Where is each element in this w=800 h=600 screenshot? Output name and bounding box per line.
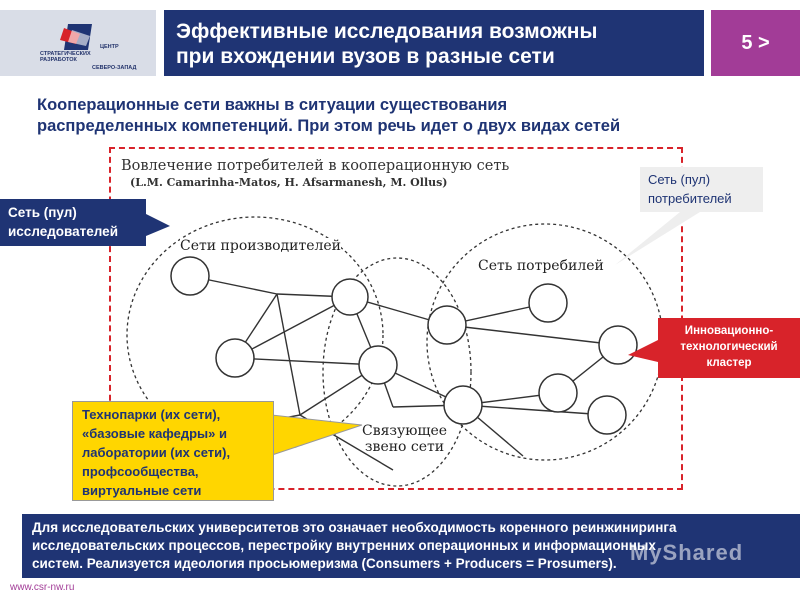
footer-url-link[interactable]: www.csr-nw.ru	[10, 582, 75, 593]
logo-line4: СЕВЕРО-ЗАПАД	[92, 65, 137, 71]
network-nodes	[170, 256, 638, 435]
researchers-callout: Сеть (пул) исследователей	[0, 199, 146, 246]
technoparks-callout: Технопарки (их сети), «базовые кафедры» …	[72, 401, 274, 501]
logo: ЦЕНТР СТРАТЕГИЧЕСКИХ РАЗРАБОТОК СЕВЕРО-З…	[0, 10, 156, 76]
conclusion-box: Для исследовательских университетов это …	[22, 514, 800, 578]
intro-line2: распределенных компетенций. При этом реч…	[37, 117, 621, 135]
node	[358, 345, 398, 385]
node	[427, 305, 467, 345]
consumers-line2: потребителей	[648, 191, 732, 206]
technoparks-line3: лаборатории (их сети),	[82, 445, 231, 460]
researchers-line2: исследователей	[8, 224, 118, 239]
logo-line1: ЦЕНТР	[100, 44, 119, 50]
node	[587, 395, 627, 435]
node	[538, 373, 578, 413]
consumers-label: Сеть потребилей	[478, 258, 604, 274]
cluster-line3: кластер	[706, 357, 752, 369]
producers-label: Сети производителей	[180, 238, 342, 254]
page-number-button[interactable]: 5 >	[711, 10, 800, 76]
figure-title: Вовлечение потребителей в кооперационную…	[121, 158, 510, 174]
consumers-callout: Сеть (пул) потребителей	[640, 167, 763, 212]
conclusion-line3: систем. Реализуется идеология просьюмери…	[32, 556, 617, 571]
logo-emblem-icon	[60, 24, 92, 50]
cluster-callout-tail	[628, 340, 658, 362]
logo-line3: РАЗРАБОТОК	[40, 57, 77, 63]
node	[331, 278, 369, 316]
consumers-line1: Сеть (пул)	[648, 172, 711, 187]
watermark: MyShared	[630, 540, 744, 565]
title-line2: при вхождении вузов в разные сети	[176, 45, 555, 68]
node	[170, 256, 210, 296]
conclusion-line1: Для исследовательских университетов это …	[32, 520, 677, 535]
title-line1: Эффективные исследования возможны	[176, 20, 598, 43]
node	[528, 283, 568, 323]
link-network-circle	[322, 257, 472, 487]
logo-line2: СТРАТЕГИЧЕСКИХ	[40, 51, 91, 57]
conclusion-line2: исследовательских процессов, перестройку…	[32, 538, 656, 553]
slide-title: Эффективные исследования возможны при вх…	[164, 10, 704, 76]
link-label-line2: звено сети	[364, 439, 445, 455]
link-label-line1: Связующее	[362, 423, 448, 439]
node	[215, 338, 255, 378]
node	[443, 385, 483, 425]
intro-text: Кооперационные сети важны в ситуации сущ…	[37, 95, 767, 137]
figure-subtitle: (L.M. Camarinha-Matos, H. Afsarmanesh, M…	[130, 176, 448, 189]
technoparks-line4: профсообщества,	[82, 464, 199, 479]
link-label: Связующее звено сети	[362, 423, 447, 455]
consumers-callout-tail	[615, 212, 700, 265]
technoparks-line5: виртуальные сети	[82, 483, 202, 498]
cluster-line1: Инновационно-	[684, 325, 774, 337]
researchers-callout-tail	[146, 214, 170, 236]
researchers-line1: Сеть (пул)	[8, 205, 77, 220]
cluster-callout: Инновационно- технологический кластер	[658, 318, 800, 378]
node	[598, 325, 638, 365]
intro-line1: Кооперационные сети важны в ситуации сущ…	[37, 96, 508, 114]
cluster-line2: технологический	[680, 341, 778, 353]
technoparks-callout-tail	[271, 414, 363, 456]
technoparks-line1: Технопарки (их сети),	[82, 407, 221, 422]
technoparks-line2: «базовые кафедры» и	[82, 426, 227, 441]
